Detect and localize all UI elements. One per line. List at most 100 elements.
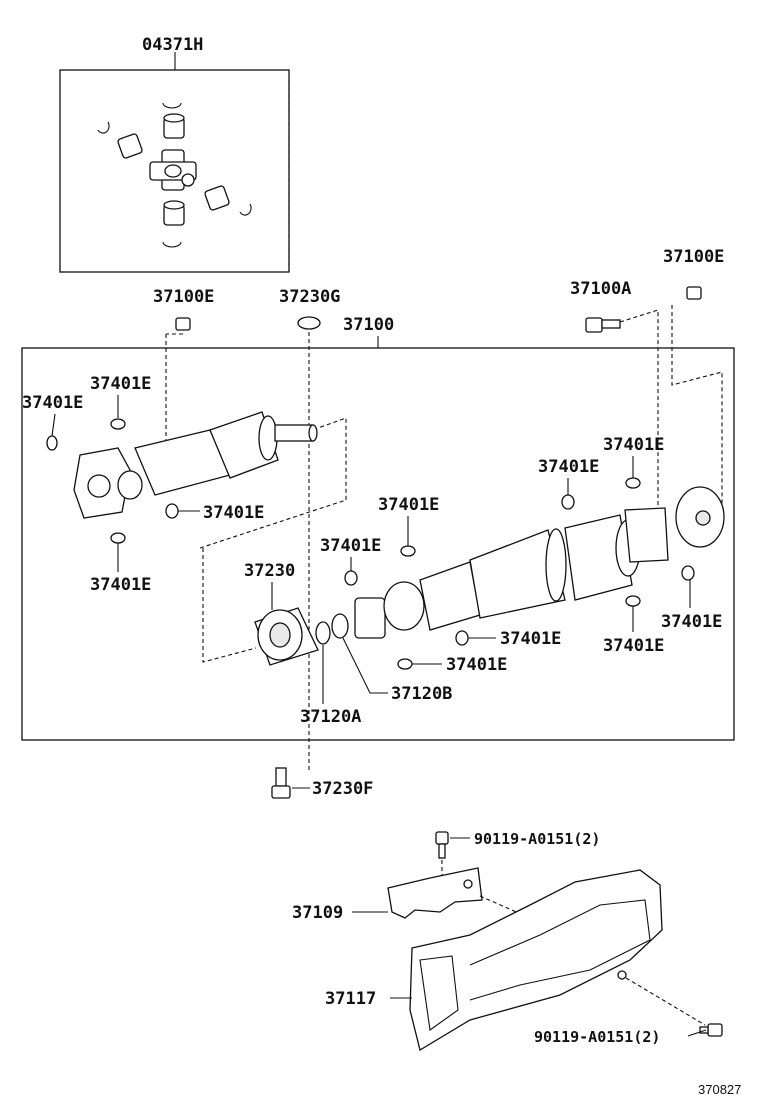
cup-right (204, 185, 230, 211)
shaft-labels: 37401E 37401E 37401E 37401E 37401E 37401… (22, 374, 722, 727)
washer-37120a-label: 37120A (300, 707, 361, 727)
spacer-37120b-leader (342, 637, 388, 694)
snap-ring-bottom (162, 241, 182, 248)
bolt-37100a-head (585, 317, 603, 333)
bearing-dash-connector (202, 548, 257, 663)
cover-37117 (409, 869, 663, 1052)
rear-yoke (624, 507, 669, 563)
washer-37230g-label: 37230G (279, 287, 340, 307)
nut-37100e-left-icon (175, 317, 191, 331)
snap-rings (97, 102, 252, 248)
boot-bellows (419, 561, 481, 631)
cup-left (117, 133, 143, 159)
nut-right-dash (671, 305, 723, 510)
clip-icon-k (681, 565, 695, 581)
kit-04371h-group: 04371H (59, 35, 290, 273)
snap-ring-right (239, 203, 252, 216)
clip-a-label: 37401E (90, 374, 151, 394)
clip-icon-c (165, 503, 179, 519)
clip-icon-a (110, 418, 126, 430)
center-bearing-bore (269, 622, 291, 648)
front-tube-end (258, 415, 278, 461)
bolt-37230f-shank (275, 767, 287, 787)
clip-b-leader (51, 413, 56, 437)
clip-icon-d (110, 532, 126, 544)
rear-spline-yoke (354, 597, 386, 639)
clip-h-label: 37401E (446, 655, 507, 675)
clip-j-label: 37401E (603, 435, 664, 455)
clip-f-label: 37401E (320, 536, 381, 556)
clip-d-label: 37401E (90, 575, 151, 595)
rear-flange-hub (695, 510, 711, 526)
cup-top-rim (163, 113, 185, 123)
kit-04371h-label: 04371H (142, 35, 203, 55)
bearing-cups (117, 113, 230, 226)
clip-b-label: 37401E (22, 393, 83, 413)
cover-37117-label: 37117 (325, 989, 376, 1009)
clip-icon-f (344, 570, 358, 586)
nut-37100e-left-label: 37100E (153, 287, 214, 307)
clip-icon-g (455, 630, 469, 646)
bolt-90119-top-shank (438, 843, 446, 859)
clip-icon-j (625, 477, 641, 489)
propeller-shaft (73, 411, 725, 666)
spider-center (164, 164, 182, 178)
front-joint (117, 470, 143, 500)
bracket-hole (463, 879, 473, 889)
bearing-37230-label: 37230 (244, 561, 295, 581)
bolt-90119-bottom-label: 90119-A0151(2) (534, 1028, 660, 1046)
middle-joint (383, 581, 425, 631)
front-spline (274, 424, 314, 442)
bolt-90119-top-head (435, 831, 449, 845)
bolt-37230f-group: 37230F (271, 767, 373, 799)
bolt-90119-top-label: 90119-A0151(2) (474, 830, 600, 848)
bracket-37109-label: 37109 (292, 903, 343, 923)
bolt-90119-bottom-shank (699, 1026, 709, 1034)
cup-bottom-rim (163, 200, 185, 210)
bolt-37100a-label: 37100A (570, 279, 631, 299)
rear-tube-front (469, 529, 566, 619)
washer-37120a (315, 621, 331, 645)
clip-icon-b (46, 435, 58, 451)
cover-dash (625, 977, 706, 1026)
spider-grease-nipple (181, 173, 195, 187)
spacer-37120b-label: 37120B (391, 684, 452, 704)
bolt-37230f-head (271, 785, 291, 799)
clip-icon-l (625, 595, 641, 607)
spacer-37120b (331, 613, 349, 639)
shaft-assembly-frame (21, 347, 735, 741)
clip-icon-e (400, 545, 416, 557)
cover-cutout (419, 955, 459, 1031)
nut-37100e-right-icon (686, 286, 702, 300)
clip-icon-h (397, 658, 413, 670)
clip-l-label: 37401E (603, 636, 664, 656)
clip-e-label: 37401E (378, 495, 439, 515)
bracket-37109 (387, 867, 483, 919)
clip-g-label: 37401E (500, 629, 561, 649)
figure-number: 370827 (698, 1082, 741, 1097)
rear-tube-back (564, 514, 633, 601)
lower-parts: 90119-A0151(2) 37109 37117 90119-A0151(2… (292, 830, 723, 1052)
bolt-37230f-label: 37230F (312, 779, 373, 799)
snap-ring-top (162, 102, 182, 109)
shaft-37100-label: 37100 (343, 315, 394, 335)
clip-icon-i (561, 494, 575, 510)
bolt-90119-bottom-leader (687, 1029, 707, 1037)
upper-parts: 37100E 37230G 37100A 37100E 37100 (153, 247, 724, 770)
cover-ridge (469, 899, 651, 1001)
bolt-90119-bottom-head (707, 1023, 723, 1037)
spider-cross (149, 149, 197, 191)
snap-ring-left (97, 121, 110, 134)
clip-i-label: 37401E (538, 457, 599, 477)
front-flange-hub (87, 474, 111, 498)
front-spline-tip (308, 424, 318, 442)
washer-37230g-icon (297, 316, 321, 330)
bolt-37100a-shank (601, 319, 621, 329)
clip-k-label: 37401E (661, 612, 722, 632)
clip-c-label: 37401E (203, 503, 264, 523)
cover-hole (617, 970, 627, 980)
nut-37100e-right-label: 37100E (663, 247, 724, 267)
clip-icons (46, 418, 695, 670)
rear-tube-break-a (545, 528, 567, 602)
